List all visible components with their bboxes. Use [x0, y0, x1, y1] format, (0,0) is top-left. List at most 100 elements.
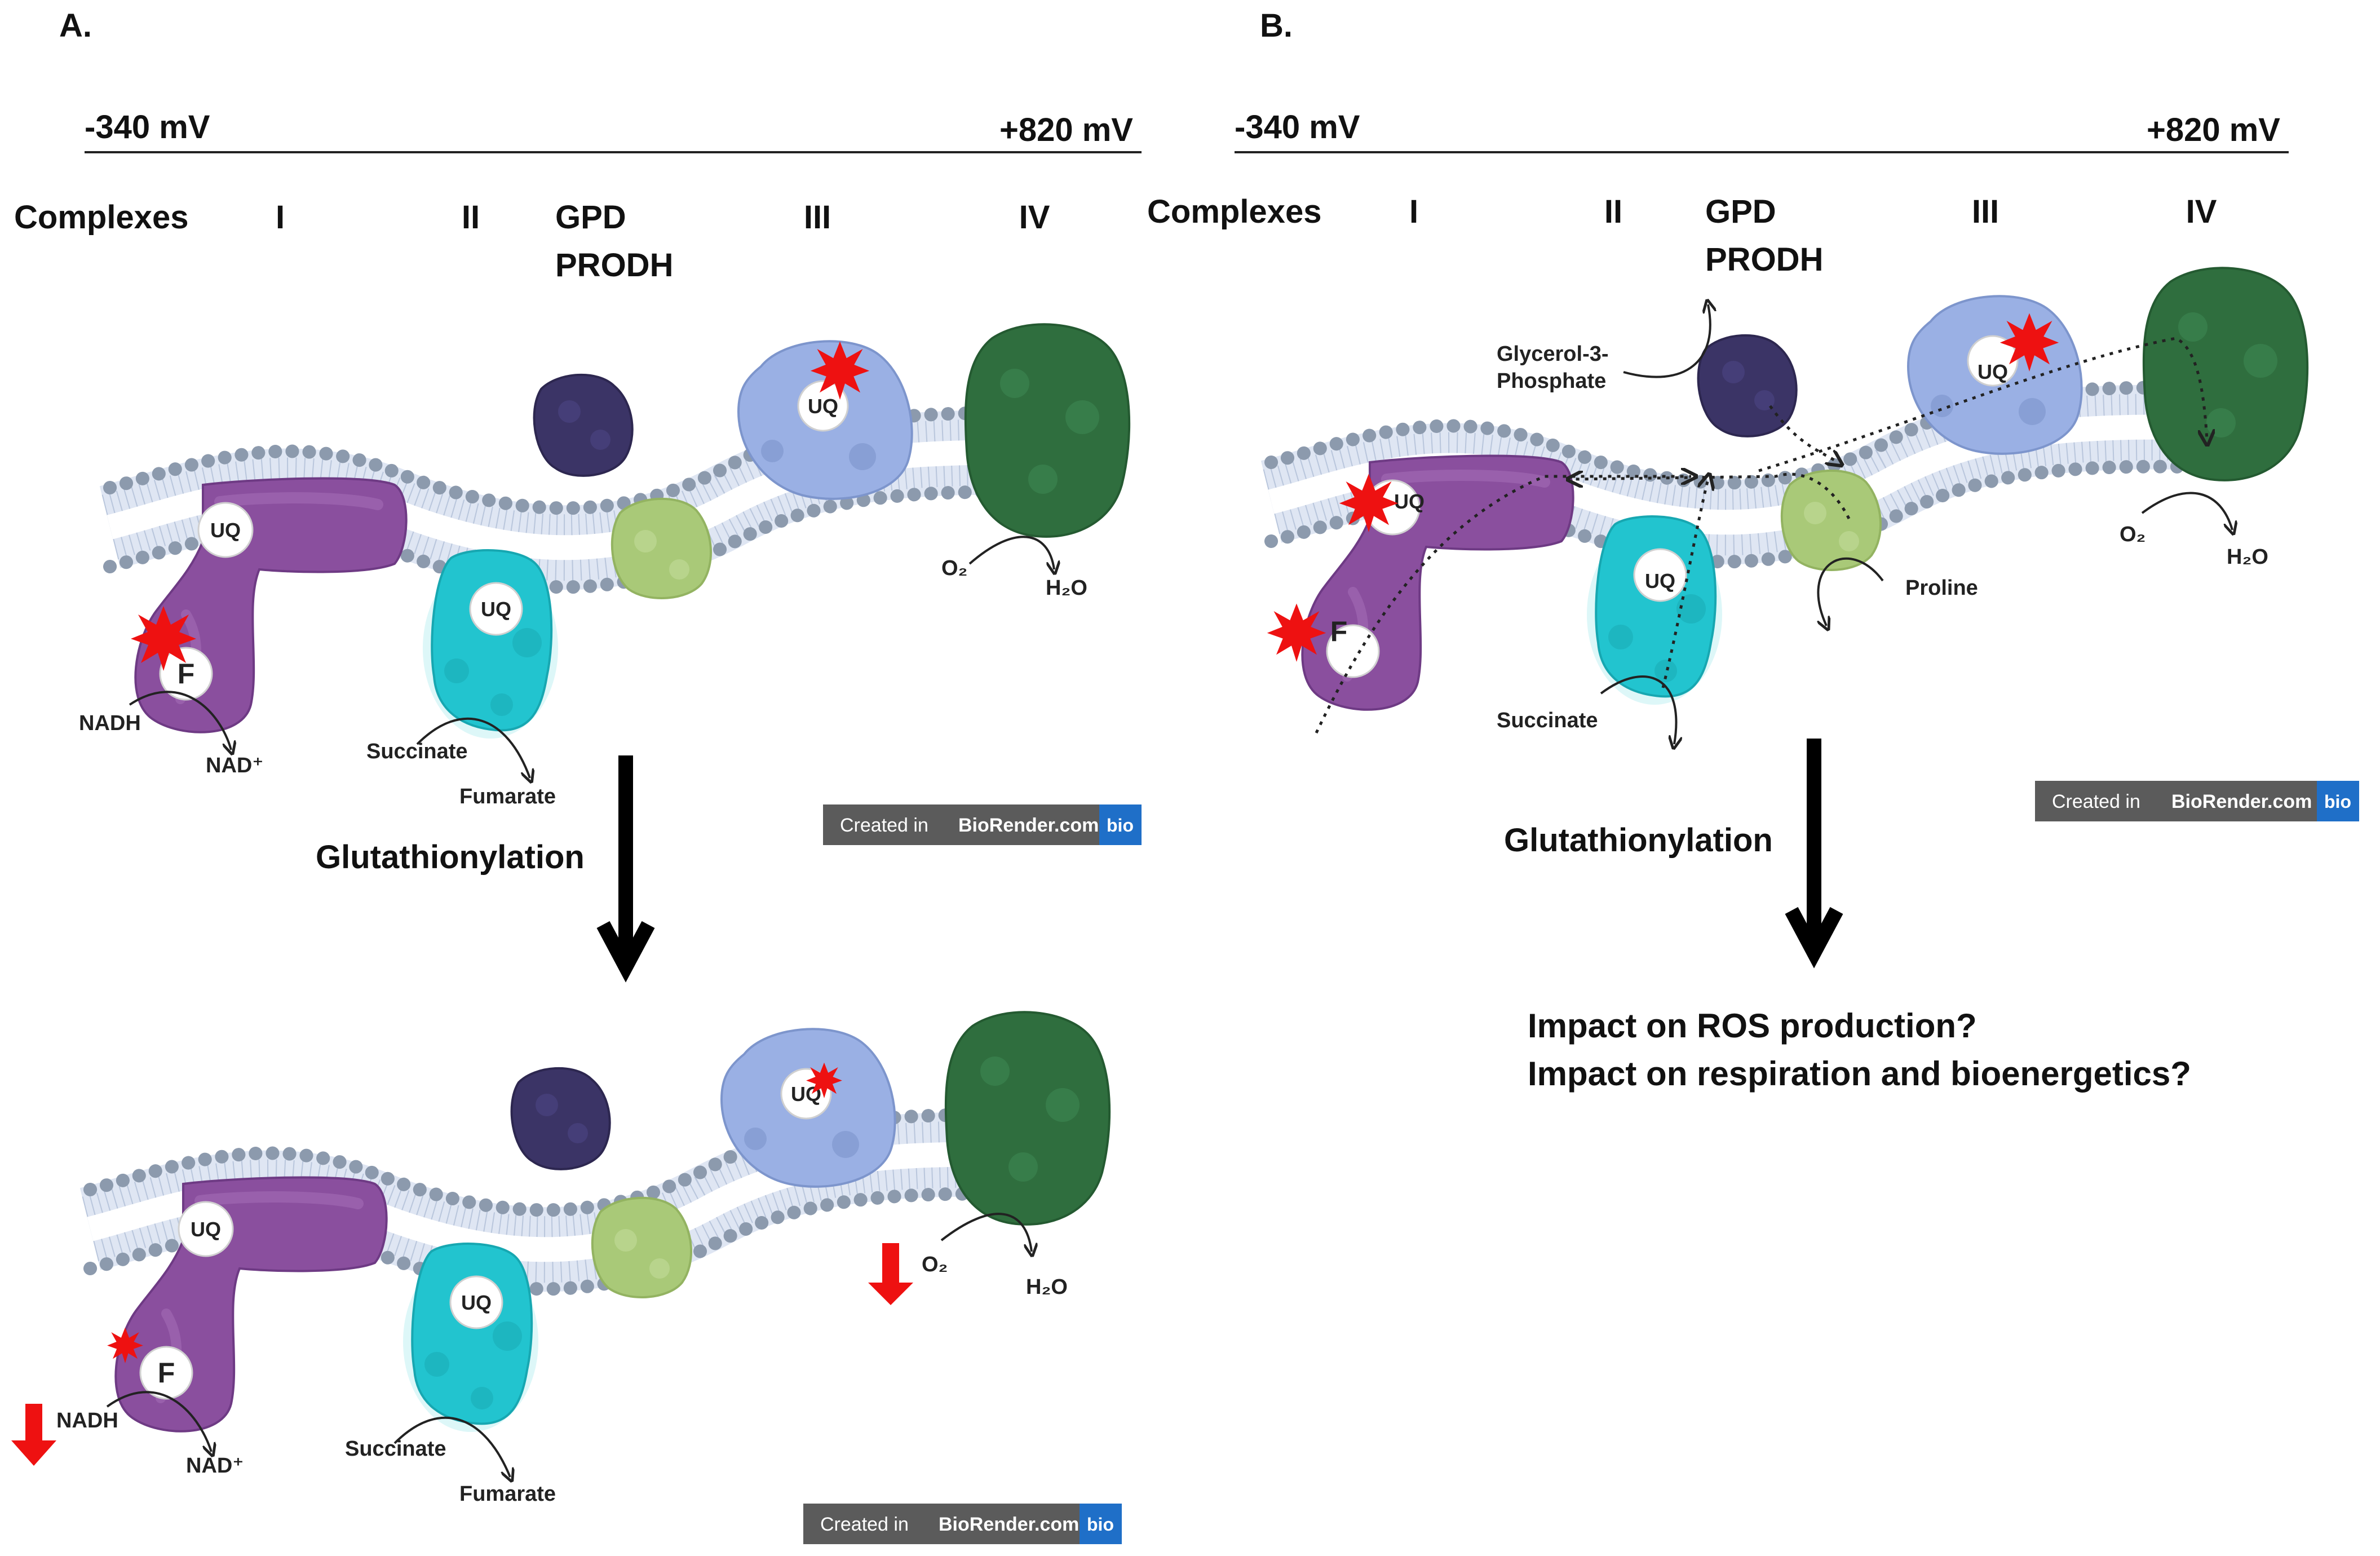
- o2-arrow-a-bottom: [940, 1213, 1032, 1252]
- svg-text:BioRender.com: BioRender.com: [2171, 791, 2312, 812]
- gpd-enzyme-a-bottom: [510, 1067, 611, 1170]
- g3p-label-line1: Glycerol-3-: [1497, 342, 1609, 366]
- nadh-decrease-arrow: [11, 1404, 56, 1466]
- uq-complex-iii-a-top: UQ: [808, 395, 838, 418]
- f-site-a-bottom: F: [158, 1357, 175, 1389]
- h2o-label-a-bottom: H₂O: [1026, 1275, 1068, 1299]
- nadh-label-a-top: NADH: [79, 711, 141, 735]
- uq-complex-iii-b: UQ: [1978, 360, 2008, 383]
- biorender-badge-b: Created in BioRender.com bio: [2035, 781, 2359, 821]
- glutathionylation-arrow-a: [596, 755, 655, 983]
- svg-text:bio: bio: [1087, 1514, 1114, 1535]
- complex-iii-label-a: III: [804, 199, 831, 236]
- panel-b: B. -340 mV +820 mV Complexes I II GPD PR…: [1147, 7, 2359, 1093]
- complex-iv-a-bottom: [944, 1011, 1111, 1226]
- complex-iv-label-a: IV: [1019, 199, 1050, 236]
- complex-iii-label-b: III: [1972, 193, 1999, 230]
- biorender-badge-a-bottom: Created in BioRender.com bio: [803, 1504, 1122, 1544]
- prodh-label-b: PRODH: [1705, 241, 1823, 278]
- proline-arrow: [1818, 557, 1884, 626]
- panel-a-label: A.: [59, 7, 92, 44]
- potential-low-b: -340 mV: [1235, 109, 1360, 145]
- f-site-b: F: [1330, 616, 1348, 647]
- potential-high-b: +820 mV: [2147, 112, 2280, 148]
- svg-text:Created in: Created in: [2052, 791, 2140, 812]
- complex-ii-label-b: II: [1604, 193, 1622, 230]
- o2-label-b: O₂: [2120, 523, 2145, 546]
- svg-text:Created in: Created in: [820, 1514, 909, 1535]
- o2-arrow-a-top: [968, 536, 1054, 569]
- panel-b-label: B.: [1260, 7, 1293, 44]
- complex-iv-a-top: [964, 323, 1131, 538]
- o2-label-a-top: O₂: [941, 556, 967, 580]
- etc-diagram-after: UQ F UQ UQ NADH NAD⁺ Succinate Fumarate …: [11, 1011, 1122, 1544]
- succinate-arrow-b: [1600, 675, 1676, 744]
- h2o-label-a-top: H₂O: [1046, 576, 1087, 600]
- uq-complex-i-b: UQ: [1394, 490, 1425, 513]
- prodh-enzyme-a-bottom: [591, 1196, 693, 1299]
- nad-label-a-bottom: NAD⁺: [186, 1454, 244, 1478]
- succinate-arrow-a-bottom: [393, 1416, 510, 1477]
- nadh-arrow-a-top: [129, 691, 231, 750]
- panel-a: A. -340 mV +820 mV Complexes I II GPD PR…: [11, 7, 1142, 1544]
- svg-text:BioRender.com: BioRender.com: [939, 1514, 1079, 1535]
- electron-path-dotted-1: [1315, 476, 1691, 734]
- uq-complex-ii-b: UQ: [1645, 569, 1675, 593]
- complex-iv-label-b: IV: [2186, 193, 2217, 230]
- svg-text:bio: bio: [2324, 792, 2351, 812]
- question-ros: Impact on ROS production?: [1528, 1007, 1977, 1045]
- electron-path-dotted-2: [1661, 479, 1708, 688]
- complex-ii-b: [1586, 515, 1723, 706]
- potential-high-a: +820 mV: [999, 112, 1133, 148]
- etc-diagram-before: UQ F UQ UQ NADH NAD⁺ Succinate Fumarate …: [79, 323, 1142, 845]
- g3p-arrow: [1623, 304, 1710, 378]
- fumarate-label-a-bottom: Fumarate: [459, 1482, 556, 1506]
- glutathionylation-label-a: Glutathionylation: [316, 839, 585, 876]
- uq-complex-i-a-top: UQ: [210, 519, 241, 542]
- electron-path-dotted-5: [1758, 337, 2207, 472]
- succinate-label-b: Succinate: [1497, 709, 1598, 732]
- f-site-a-top: F: [178, 658, 195, 689]
- question-respiration: Impact on respiration and bioenergetics?: [1528, 1055, 2191, 1093]
- complexes-label-a: Complexes: [14, 199, 188, 236]
- biorender-badge-a-top: Created in BioRender.com bio: [823, 804, 1142, 845]
- gpd-enzyme-a-top: [533, 373, 634, 477]
- complexes-label-b: Complexes: [1147, 193, 1321, 230]
- svg-text:BioRender.com: BioRender.com: [958, 815, 1099, 836]
- h2o-label-b: H₂O: [2227, 545, 2268, 569]
- uq-complex-i-a-bottom: UQ: [191, 1218, 221, 1241]
- complex-ii-a-bottom: [402, 1243, 539, 1433]
- succinate-label-a-top: Succinate: [366, 740, 468, 763]
- glutathionylation-label-b: Glutathionylation: [1504, 822, 1773, 859]
- gpd-label-b: GPD: [1705, 193, 1776, 230]
- uq-complex-ii-a-bottom: UQ: [461, 1291, 492, 1314]
- succinate-arrow-a-top: [416, 717, 530, 778]
- g3p-label-line2: Phosphate: [1497, 369, 1606, 393]
- complex-ii-a-top: [422, 549, 559, 740]
- prodh-enzyme-b: [1780, 469, 1882, 572]
- complex-i-label-a: I: [276, 199, 285, 236]
- svg-text:bio: bio: [1107, 815, 1134, 836]
- fumarate-label-a-top: Fumarate: [459, 785, 556, 808]
- potential-low-a: -340 mV: [85, 109, 210, 145]
- proline-label: Proline: [1905, 576, 1978, 600]
- complex-i-label-b: I: [1409, 193, 1418, 230]
- uq-complex-ii-a-top: UQ: [481, 598, 511, 621]
- etc-diagram-b: UQ F UQ UQ Glycerol-3- Phosphate Proline…: [1267, 267, 2359, 821]
- o2-label-a-bottom: O₂: [922, 1253, 948, 1276]
- complex-iv-b: [2142, 267, 2309, 481]
- complex-ii-label-a: II: [462, 199, 480, 236]
- prodh-enzyme-a-top: [611, 497, 713, 600]
- gpd-label-a: GPD: [555, 199, 626, 236]
- o2-arrow-b: [2141, 492, 2232, 530]
- glutathionylation-arrow-b: [1785, 739, 1843, 969]
- o2-decrease-arrow: [868, 1243, 913, 1305]
- svg-text:Created in: Created in: [840, 815, 928, 836]
- nad-label-a-top: NAD⁺: [206, 754, 263, 777]
- succinate-label-a-bottom: Succinate: [345, 1437, 446, 1461]
- electron-path-dotted-3: [1768, 405, 1838, 462]
- nadh-label-a-bottom: NADH: [56, 1409, 118, 1433]
- prodh-label-a: PRODH: [555, 247, 673, 284]
- nadh-arrow-a-bottom: [106, 1391, 211, 1452]
